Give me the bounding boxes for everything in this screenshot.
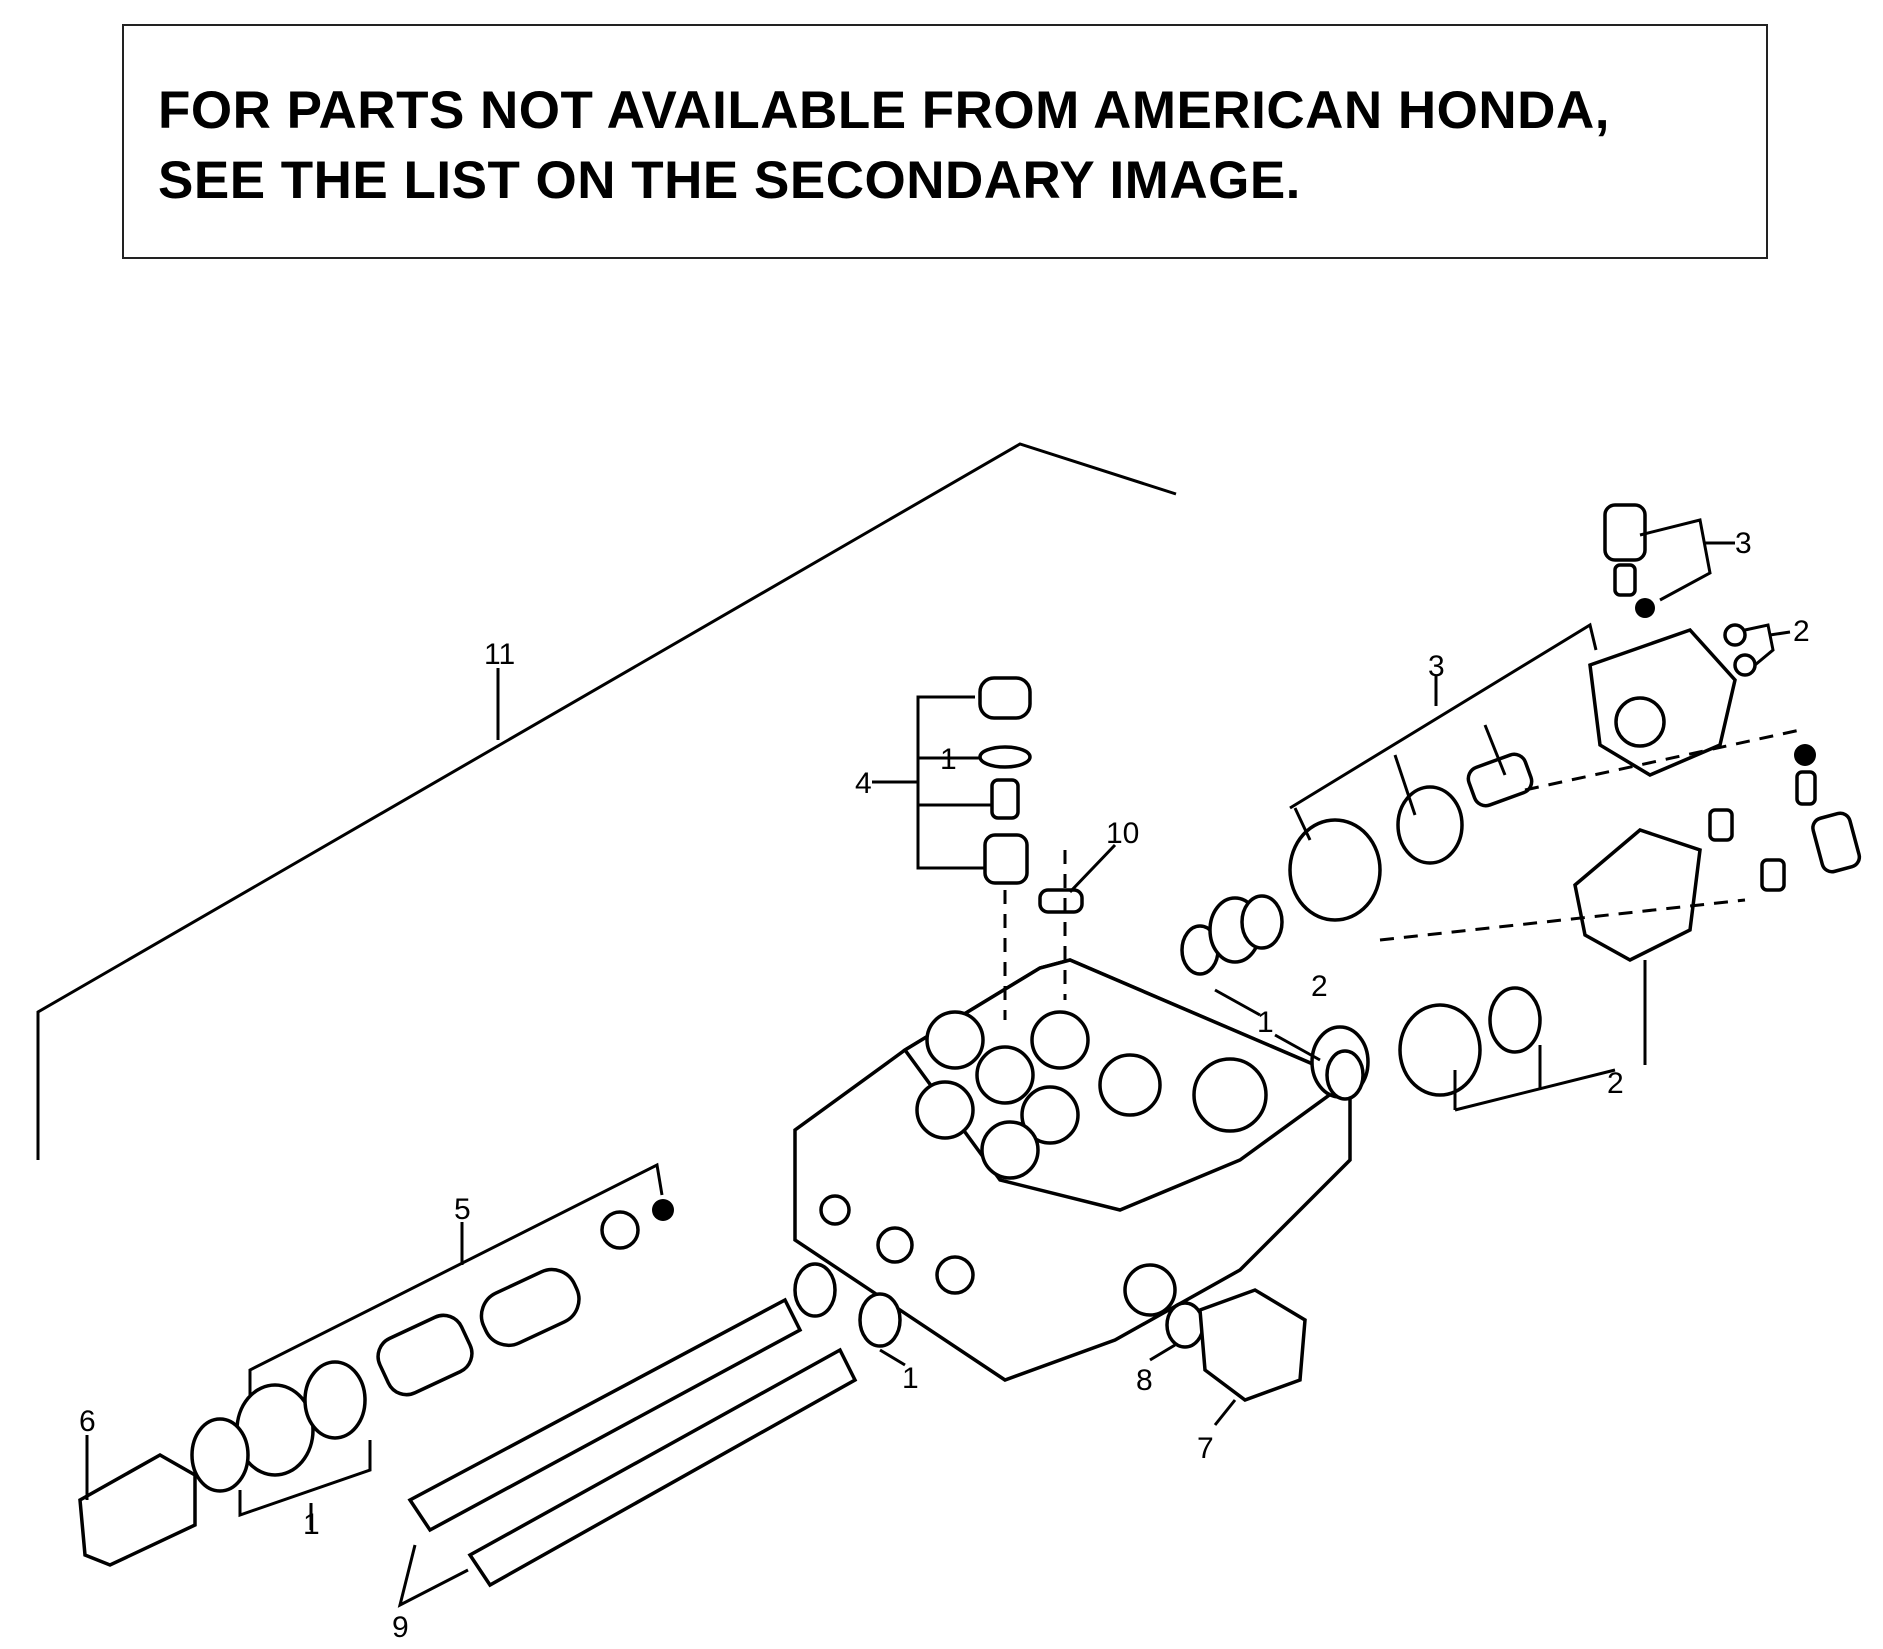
notice-line-1: FOR PARTS NOT AVAILABLE FROM AMERICAN HO… <box>158 81 1610 140</box>
callout-11: 11 <box>484 638 515 671</box>
relief-group-5 <box>190 1162 674 1530</box>
callout-labels: 11 4 1 10 3 3 2 2 1 2 5 6 1 1 8 7 9 <box>79 527 1810 1644</box>
callout-1: 1 <box>1257 1006 1274 1039</box>
lower-right-plug <box>1524 728 1862 874</box>
callout-3: 3 <box>1735 527 1752 560</box>
callout-6: 6 <box>79 1405 96 1438</box>
plug-7-oring-8 <box>1149 1288 1307 1426</box>
relief-valve-group-3 <box>1288 503 1737 922</box>
callout-1: 1 <box>940 743 957 776</box>
callout-2: 2 <box>1793 615 1810 648</box>
notice-line-2: SEE THE LIST ON THE SECONDARY IMAGE. <box>158 151 1301 210</box>
callout-9: 9 <box>392 1611 409 1644</box>
callout-4: 4 <box>855 767 872 800</box>
callout-5: 5 <box>454 1193 471 1226</box>
o-rings-washers-1-2 <box>1180 894 1370 1101</box>
callout-8: 8 <box>1136 1364 1153 1397</box>
plug-group-2-upper <box>1723 623 1791 677</box>
cap-nut-6 <box>78 1435 197 1567</box>
callout-7: 7 <box>1197 1432 1214 1465</box>
spools-9 <box>397 1262 906 1608</box>
cap-group-2-lower <box>1379 808 1786 1112</box>
part-10 <box>1038 843 1117 1000</box>
callout-1: 1 <box>902 1362 919 1395</box>
callout-2: 2 <box>1607 1067 1624 1100</box>
callout-3: 3 <box>1428 650 1445 683</box>
callout-10: 10 <box>1106 817 1139 850</box>
assembly-bracket-11 <box>36 442 1177 1160</box>
parts-notice-box: FOR PARTS NOT AVAILABLE FROM AMERICAN HO… <box>122 24 1768 259</box>
check-valve-group-4 <box>872 676 1032 1020</box>
callout-2: 2 <box>1311 970 1328 1003</box>
valve-body <box>793 958 1354 1382</box>
callout-1: 1 <box>303 1508 320 1541</box>
